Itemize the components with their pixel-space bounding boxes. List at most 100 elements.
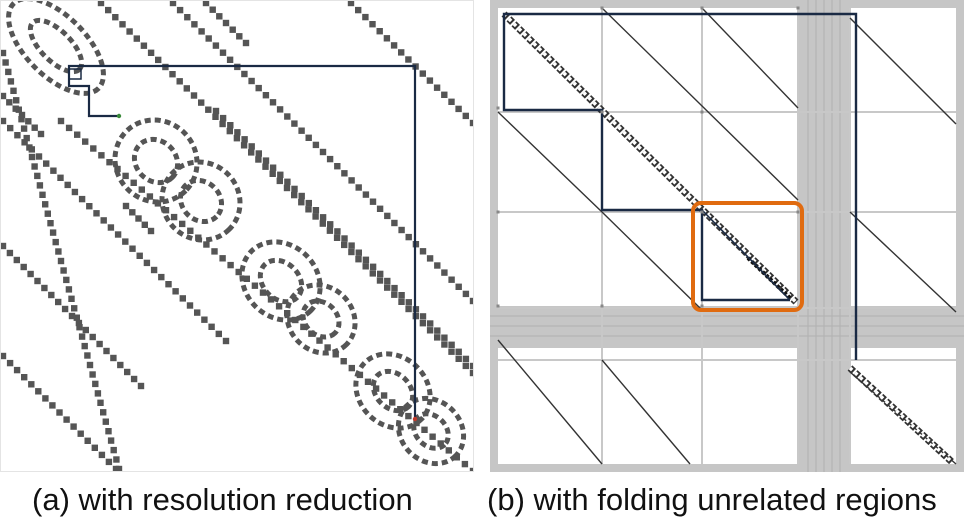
matrix-dot xyxy=(248,143,255,150)
matrix-dot xyxy=(146,193,154,200)
grid-marker xyxy=(700,6,704,10)
matrix-dot xyxy=(248,149,255,156)
matrix-dot xyxy=(112,14,119,21)
matrix-dot xyxy=(240,142,248,149)
matrix-dot xyxy=(327,221,334,228)
matrix-dot xyxy=(222,19,230,27)
matrix-dot xyxy=(203,241,210,248)
matrix-dot xyxy=(55,248,62,255)
matrix-dot xyxy=(216,13,223,20)
matrix-dot xyxy=(376,28,383,35)
matrix-dot xyxy=(222,337,230,345)
matrix-dot xyxy=(2,59,9,66)
matrix-dot xyxy=(233,135,241,142)
alignment-path xyxy=(502,12,858,360)
matrix-dot xyxy=(57,117,65,125)
matrix-dot xyxy=(122,172,129,180)
matrix-dot xyxy=(113,456,120,463)
matrix-dot xyxy=(6,99,13,106)
matrix-dot xyxy=(319,220,326,227)
matrix-dot xyxy=(397,406,404,413)
matrix-dot xyxy=(190,92,198,99)
matrix-dot xyxy=(312,213,319,220)
matrix-dot xyxy=(369,263,377,270)
border-band-bottom xyxy=(490,464,964,472)
matrix-dot xyxy=(176,78,183,85)
matrix-dot xyxy=(347,1,355,7)
matrix-dot xyxy=(23,134,30,142)
matrix-dot xyxy=(89,333,96,341)
matrix-dot xyxy=(462,112,469,120)
matrix-dot xyxy=(34,277,41,285)
matrix-dot xyxy=(205,35,212,42)
grid-marker xyxy=(796,6,800,10)
repeat-cluster-inner xyxy=(27,17,85,75)
matrix-dot xyxy=(277,171,284,178)
matrix-dot xyxy=(441,91,448,98)
matrix-dot xyxy=(284,113,291,120)
matrix-dot xyxy=(117,361,124,369)
matrix-dot xyxy=(448,98,455,105)
grid-marker xyxy=(600,6,604,10)
repeat-cluster-inner xyxy=(411,411,451,451)
matrix-dot xyxy=(57,174,64,181)
matrix-dot xyxy=(298,192,305,200)
grid-marker xyxy=(700,210,704,214)
matrix-dot xyxy=(97,399,104,406)
matrix-dot xyxy=(55,298,62,306)
matrix-dot xyxy=(427,320,434,327)
matrix-dot xyxy=(44,210,51,217)
matrix-dot xyxy=(93,210,100,217)
matrix-dot xyxy=(283,184,291,192)
matrix-dot xyxy=(184,14,191,21)
matrix-dot xyxy=(135,215,142,222)
matrix-dot xyxy=(141,221,148,228)
matrix-dot xyxy=(202,1,210,7)
matrix-dot xyxy=(391,291,398,298)
matrix-dot xyxy=(461,460,469,468)
matrix-dot xyxy=(98,152,105,159)
matrix-dot xyxy=(129,209,136,216)
matrix-dot xyxy=(319,148,327,156)
matrix-dot xyxy=(227,261,234,269)
matrix-dot xyxy=(312,141,320,149)
matrix-dot xyxy=(448,348,455,355)
matrix-dot xyxy=(390,42,398,49)
matrix-dot xyxy=(219,120,226,128)
matrix-dot xyxy=(129,245,136,252)
repeat-cluster xyxy=(6,1,106,96)
matrix-dot xyxy=(369,198,377,205)
matrix-dot xyxy=(119,21,126,28)
matrix-dot xyxy=(434,262,441,269)
matrix-dot xyxy=(376,205,384,212)
matrix-dot xyxy=(305,134,312,141)
matrix-dot xyxy=(77,430,84,437)
grid-markers xyxy=(496,6,800,308)
diagonal-line xyxy=(849,211,957,313)
matrix-dot xyxy=(462,362,469,370)
matrix-dot xyxy=(469,362,473,370)
matrix-dot xyxy=(384,284,391,291)
matrix-dot xyxy=(242,39,250,47)
matrix-dot xyxy=(34,172,41,180)
matrix-dot xyxy=(348,248,355,256)
matrix-dot xyxy=(259,289,267,296)
matrix-dot xyxy=(28,146,35,153)
matrix-dot xyxy=(433,84,441,91)
matrix-dot xyxy=(369,21,376,28)
matrix-dot xyxy=(130,179,137,186)
matrix-dot xyxy=(348,242,355,249)
repeat-cluster-inner xyxy=(300,298,342,340)
matrix-dot xyxy=(110,354,117,362)
matrix-dot xyxy=(82,326,89,334)
matrix-dot xyxy=(437,440,444,447)
matrix-dot xyxy=(86,203,93,210)
matrix-dot xyxy=(1,49,7,57)
matrix-dot xyxy=(319,214,327,221)
matrix-dot xyxy=(326,227,334,234)
matrix-dot xyxy=(84,352,91,359)
matrix-dot xyxy=(169,1,177,7)
matrix-dot xyxy=(50,167,57,174)
matrix-dot xyxy=(362,13,369,21)
diagonal-line xyxy=(849,17,957,125)
